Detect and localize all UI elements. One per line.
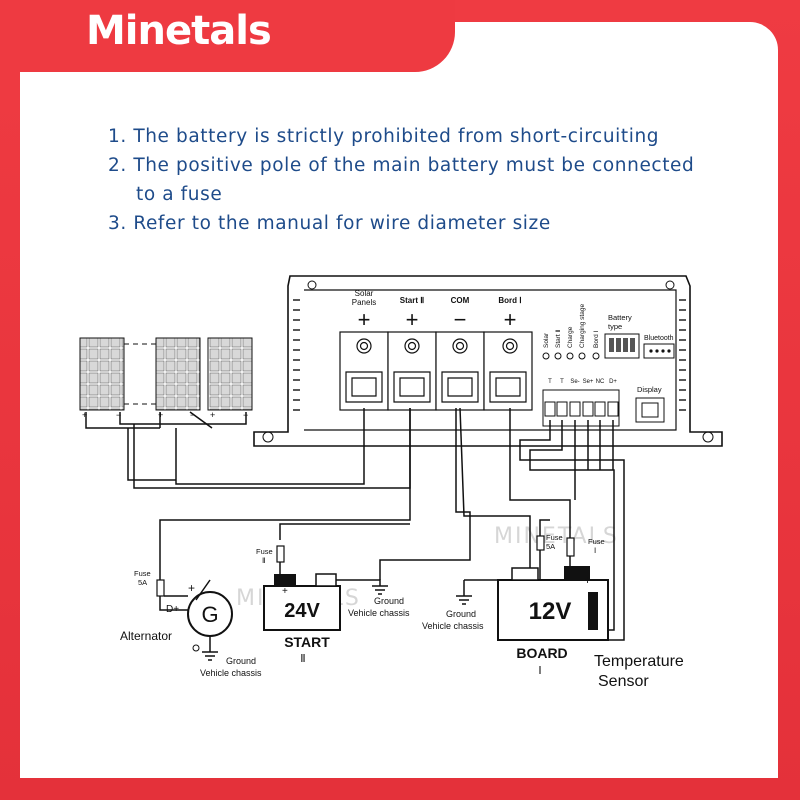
bluetooth-label: Bluetooth (644, 335, 674, 342)
instruction-notes: 1. The battery is strictly prohibited fr… (108, 122, 694, 238)
led-label-solar: Solar (543, 332, 550, 348)
terminal-label-com: COM (451, 296, 470, 305)
solar-panels: + − + − + − (79, 337, 253, 420)
pin-label: Se+ (583, 379, 594, 385)
brand-logo: Minetals (86, 8, 272, 54)
terminal-label-bord: Bord Ⅰ (498, 296, 521, 305)
alternator-terminal-label: D+ (166, 604, 179, 615)
fuse-board-main (566, 537, 575, 557)
screw-hole (307, 280, 317, 290)
panel-plus: + (210, 410, 215, 420)
display-label: Display (637, 385, 662, 394)
terminal-sign-com: − (454, 307, 467, 332)
ground-symbols (202, 580, 472, 661)
display-port (635, 397, 665, 423)
screw-hole (665, 280, 675, 290)
battery-board-voltage: 12V (529, 598, 572, 625)
battery-start-number: Ⅱ (300, 653, 305, 665)
terminal-label-start: Start Ⅱ (400, 296, 424, 305)
fuse-board-sensor (536, 535, 545, 551)
led-label-start: Start Ⅱ (555, 329, 562, 348)
alternator-plus: + (188, 581, 195, 595)
mount-hole (702, 431, 714, 443)
alternator-symbol: G (201, 602, 218, 627)
battery-start-plus: + (282, 586, 288, 597)
battery-start: 24V (263, 573, 341, 631)
pin-label: D+ (609, 379, 617, 385)
watermark-1: MINETALS (494, 524, 619, 549)
alternator: G (164, 579, 233, 652)
battery-start-voltage: 24V (284, 600, 320, 622)
battery-board-minus: − (514, 573, 521, 587)
sensor-pin-labels: T T Se- Se+ NC D+ (548, 379, 617, 385)
panel-minus: − (116, 410, 121, 420)
fuse-start (276, 545, 285, 563)
terminal-sign-solar: + (358, 307, 371, 332)
fuses (156, 535, 575, 597)
pin-label: Se- (570, 379, 579, 385)
led-indicators: Solar Start Ⅱ Charge Charging stage Bord… (542, 304, 600, 360)
panel-minus: − (190, 410, 195, 420)
battery-board-number: Ⅰ (538, 665, 541, 677)
pin-label: T (560, 379, 564, 385)
note-2: 2. The positive pole of the main battery… (108, 155, 695, 176)
led-label-bord: Bord Ⅰ (593, 330, 600, 348)
battery-board: 12V (497, 566, 609, 641)
led-label-charge: Charge (567, 326, 574, 348)
temperature-sensor-probe (588, 592, 598, 630)
note-1: 1. The battery is strictly prohibited fr… (108, 126, 660, 147)
terminal-sign-bord: + (504, 307, 517, 332)
mount-hole (262, 431, 274, 443)
battery-board-name: BOARD (516, 645, 567, 661)
pin-label: T (548, 379, 552, 385)
alternator-label: Alternator (120, 629, 172, 643)
note-3: 3. Refer to the manual for wire diameter… (108, 213, 551, 234)
bluetooth-port (643, 343, 675, 359)
fuse-alternator (156, 579, 165, 597)
battery-start-name: START (284, 634, 330, 650)
note-2-continued: to a fuse (136, 184, 223, 205)
brand-banner: Minetals (0, 0, 455, 72)
terminal-block (339, 331, 533, 411)
terminal-sign-start: + (406, 307, 419, 332)
led-label-stage: Charging stage (579, 304, 586, 348)
wires (85, 407, 625, 652)
panel-plus: + (82, 410, 87, 420)
pin-label: NC (596, 379, 605, 385)
battery-board-plus: + (584, 573, 591, 587)
battery-type-dip-switch (604, 333, 640, 359)
sensor-terminal-strip (542, 389, 620, 427)
